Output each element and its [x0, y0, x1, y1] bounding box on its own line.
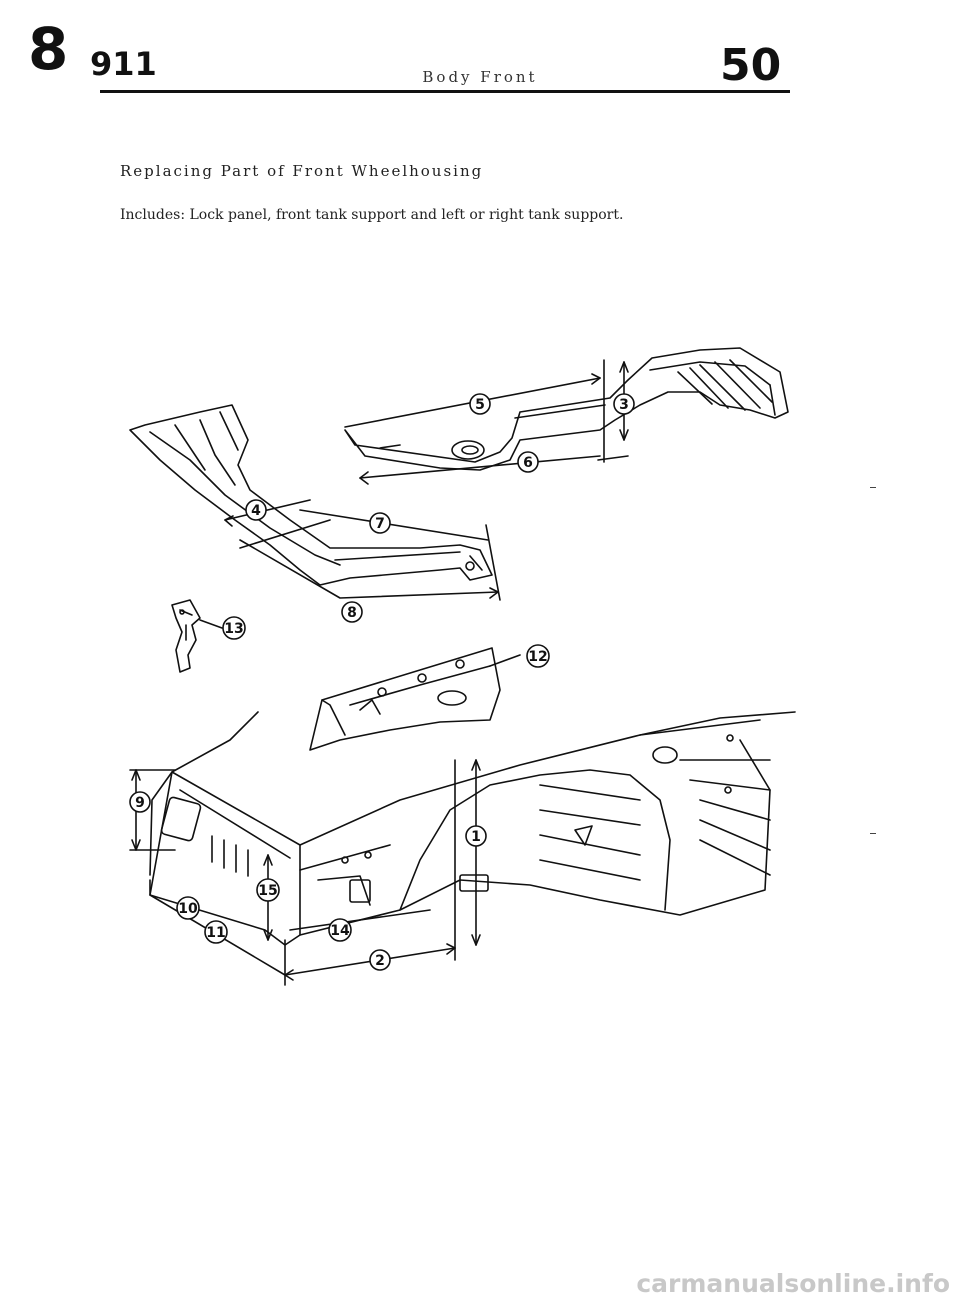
svg-text:15: 15 — [258, 883, 277, 899]
callout-1: 1 — [465, 825, 487, 847]
svg-text:4: 4 — [251, 503, 261, 519]
callout-14: 14 — [328, 918, 352, 942]
bracket-drawing — [171, 599, 201, 673]
header-rule — [100, 90, 790, 93]
svg-text:7: 7 — [375, 516, 385, 532]
callout-6: 6 — [517, 451, 539, 473]
section-number: 8 — [28, 15, 68, 83]
svg-text:14: 14 — [330, 923, 350, 939]
callout-15: 15 — [256, 878, 280, 902]
callout-11: 11 — [204, 920, 228, 944]
svg-text:9: 9 — [135, 795, 145, 811]
callout-4: 4 — [245, 499, 267, 521]
callout-5: 5 — [469, 393, 491, 415]
margin-mark — [870, 487, 876, 488]
callout-12: 12 — [526, 644, 550, 668]
svg-text:11: 11 — [206, 925, 225, 941]
callout-8: 8 — [341, 601, 363, 623]
includes-text: Includes: Lock panel, front tank support… — [120, 207, 624, 223]
svg-text:1: 1 — [471, 829, 481, 845]
callout-9: 9 — [129, 791, 151, 813]
svg-text:6: 6 — [523, 455, 533, 471]
wheelhouse-assembly-drawing — [129, 711, 796, 986]
svg-text:2: 2 — [375, 953, 385, 969]
svg-text:12: 12 — [528, 649, 547, 665]
svg-text:3: 3 — [619, 397, 629, 413]
group-title: Body Front — [422, 68, 538, 86]
model-number: 911 — [90, 45, 157, 83]
watermark: carmanualsonline.info — [636, 1269, 950, 1298]
svg-text:13: 13 — [224, 621, 243, 637]
procedure-title: Replacing Part of Front Wheelhousing — [120, 162, 484, 180]
margin-mark — [870, 833, 876, 834]
svg-text:10: 10 — [178, 901, 198, 917]
callout-10: 10 — [176, 896, 200, 920]
callout-2: 2 — [369, 949, 391, 971]
svg-text:8: 8 — [347, 605, 357, 621]
callout-13: 13 — [199, 616, 246, 640]
group-number: 50 — [720, 40, 782, 91]
svg-text:5: 5 — [475, 397, 485, 413]
tank-support-right-drawing — [344, 347, 789, 485]
front-tank-support-drawing — [129, 404, 501, 601]
callout-7: 7 — [369, 512, 391, 534]
cross-member-drawing — [309, 647, 521, 751]
callout-3: 3 — [613, 393, 635, 415]
